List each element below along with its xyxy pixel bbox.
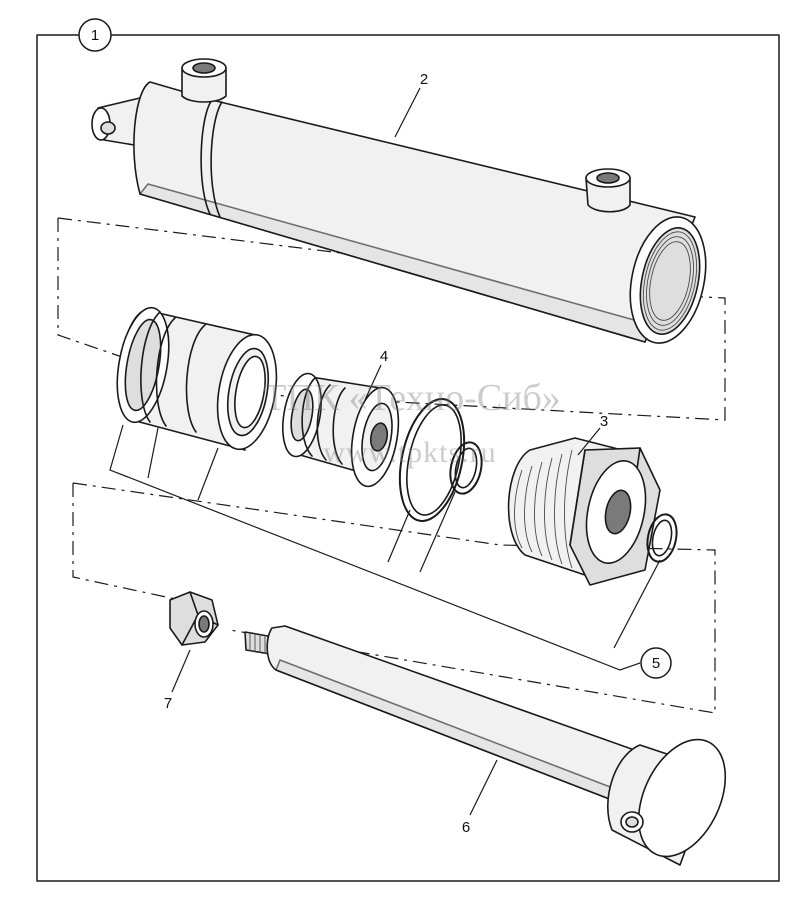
piston-rod: [244, 625, 727, 866]
watermark-url: www.tpkts.ru: [323, 436, 496, 469]
drawing-frame: [36, 34, 780, 882]
label-cylinder-barrel: 2: [420, 71, 428, 88]
large-o-ring: [398, 398, 466, 522]
callout-5-label: 5: [652, 655, 660, 672]
label-piston: 4: [380, 348, 388, 365]
gland-head: [507, 437, 661, 586]
callout-1-label: 1: [91, 27, 99, 44]
label-piston-rod: 6: [462, 819, 470, 836]
label-gland-head: 3: [600, 413, 608, 430]
lock-nut: [169, 591, 219, 646]
cylinder-barrel: [91, 58, 707, 344]
small-o-ring: [449, 441, 483, 495]
label-lock-nut: 7: [164, 695, 172, 712]
callout-1: 1: [78, 18, 112, 52]
piston-bearing-rings: [116, 306, 278, 451]
piston: [282, 372, 400, 488]
watermark-company: ТПК «Техно-Сиб»: [263, 377, 561, 419]
leader-lines: [109, 87, 661, 816]
rod-seal-ring: [646, 513, 678, 563]
callout-5: 5: [640, 647, 672, 679]
